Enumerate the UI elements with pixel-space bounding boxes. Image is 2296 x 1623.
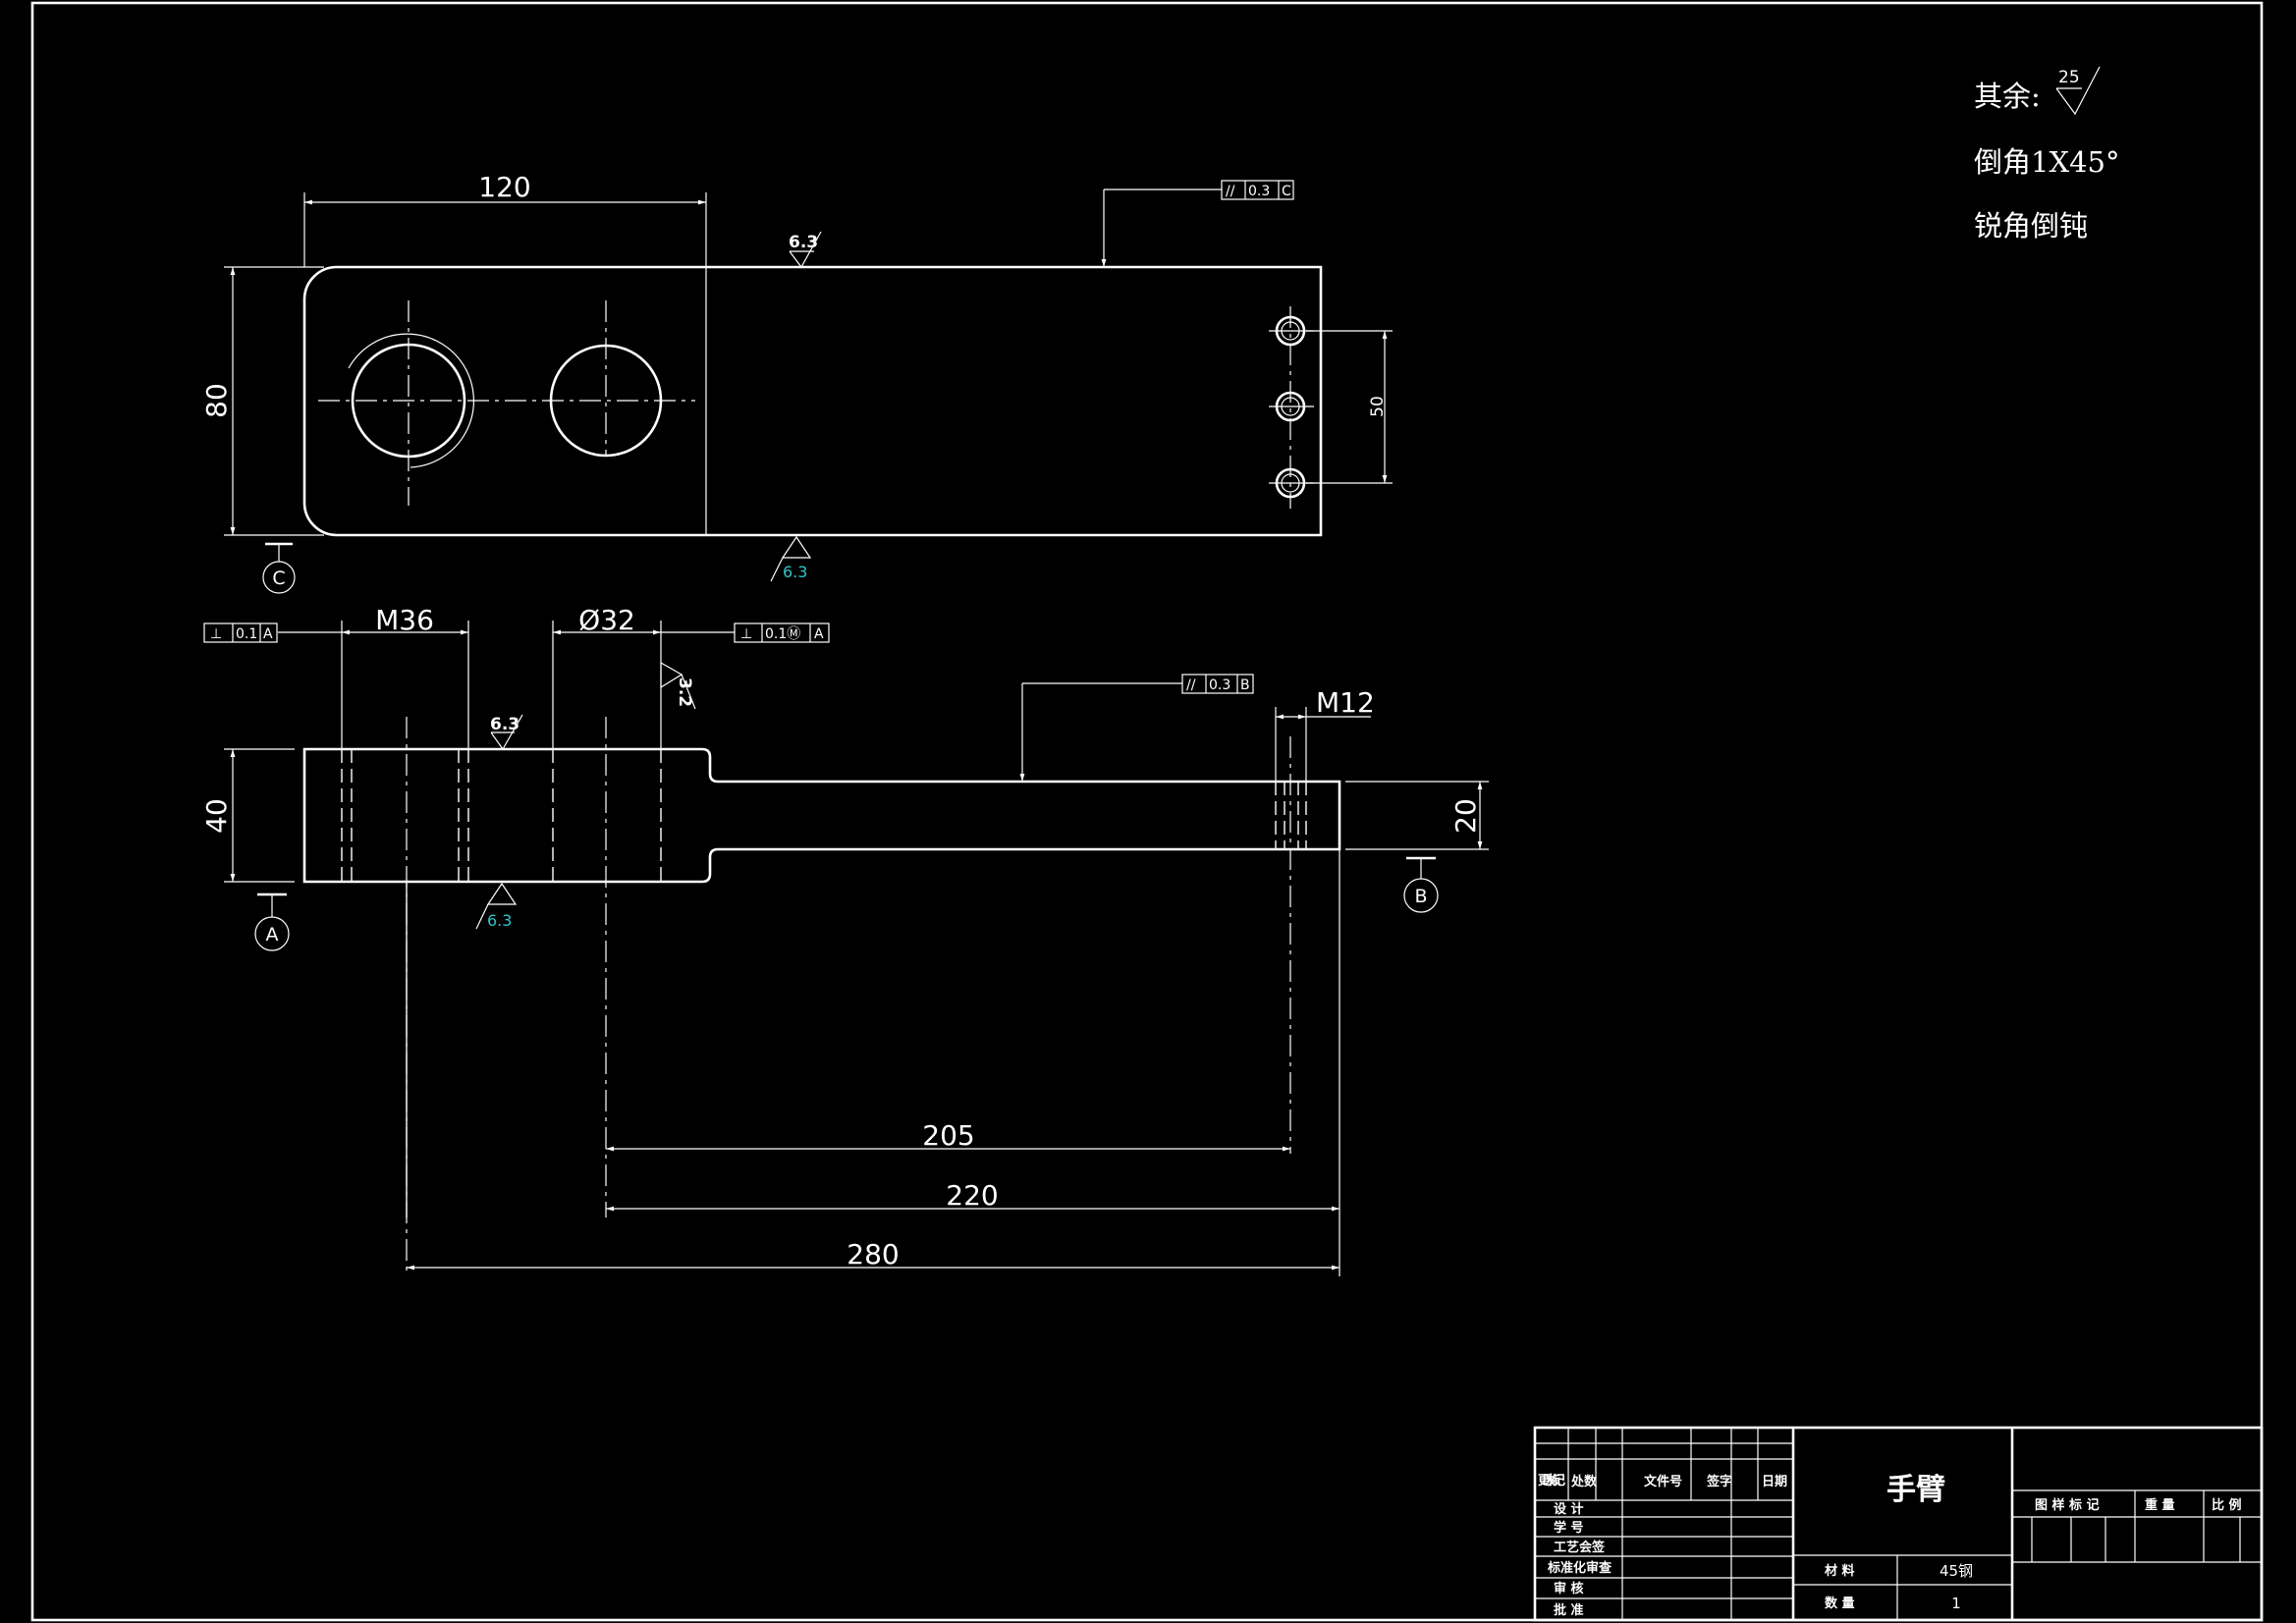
note-roughness-value: 25	[2058, 68, 2080, 87]
tb-row-student-no: 学 号	[1554, 1520, 1584, 1536]
fcf-parallelism-symbol: //	[1186, 677, 1196, 693]
dim-20: 20	[1449, 798, 1482, 834]
roughness-icon	[781, 535, 812, 559]
note-roughness-prefix: 其余:	[1974, 80, 2041, 113]
general-notes: 其余: 25 倒角1X45° 锐角倒钝	[1974, 66, 2120, 243]
datum-a: A	[266, 924, 279, 946]
front-view-outline	[302, 747, 1341, 884]
tb-row-standard: 标准化审查	[1547, 1560, 1613, 1576]
tb-row-approve: 批 准	[1554, 1602, 1584, 1618]
fcf-left-tolerance: 0.1	[236, 626, 257, 642]
fcf-perpendicularity-left	[203, 622, 278, 643]
tb-row-design: 设 计	[1554, 1501, 1584, 1517]
drawing-frame	[30, 1, 2264, 1622]
dim-280: 280	[847, 1238, 899, 1271]
tb-header-mark: 更改标记	[1538, 1473, 1565, 1488]
roughness-front-top: 6.3	[490, 715, 519, 734]
datum-c: C	[272, 568, 285, 589]
roughness-icon	[490, 714, 523, 751]
tb-row-process: 工艺会签	[1554, 1540, 1606, 1555]
top-view-outline	[302, 265, 1323, 537]
fcf-parallelism-top	[1221, 180, 1294, 200]
tb-qty-label: 数 量	[1825, 1596, 1855, 1611]
tb-material-label: 材 料	[1825, 1563, 1855, 1579]
roughness-top-view-bottom: 6.3	[783, 563, 807, 581]
perpendicularity-icon: ⊥	[740, 626, 752, 642]
tb-qty-value: 1	[1951, 1595, 1961, 1612]
tb-row-review: 审 核	[1554, 1581, 1584, 1596]
roughness-front-bottom: 6.3	[487, 911, 512, 930]
dim-phi32: Ø32	[578, 604, 635, 636]
tb-header-drawing-mark: 图 样 标 记	[2035, 1497, 2100, 1513]
datum-b: B	[1414, 886, 1427, 907]
fcf-parallelism-front	[1181, 674, 1254, 694]
roughness-icon	[660, 661, 683, 689]
fcf-left-datum: A	[263, 626, 273, 642]
roughness-top-view-top: 6.3	[789, 233, 818, 252]
dim-m12: M12	[1316, 686, 1375, 719]
tb-header-date: 日期	[1762, 1475, 1787, 1489]
tb-header-zone: 处数	[1570, 1474, 1598, 1489]
tb-header-weight: 重 量	[2145, 1497, 2175, 1513]
fcf-par-tolerance: 0.3	[1209, 677, 1230, 693]
fcf-par-datum: B	[1240, 677, 1250, 693]
tb-header-scale: 比 例	[2212, 1497, 2242, 1513]
dim-40: 40	[200, 798, 233, 834]
fcf-right-tolerance: 0.1Ⓜ	[765, 626, 800, 642]
tb-header-sign: 签字	[1706, 1474, 1732, 1489]
datum-c-circle	[262, 561, 296, 594]
dim-m36: M36	[375, 604, 434, 636]
fcf-perpendicularity-right	[734, 622, 830, 643]
roughness-symbol-icon	[2055, 66, 2101, 116]
note-sharp-edges: 锐角倒钝	[1974, 209, 2088, 243]
fcf-right-datum: A	[814, 626, 824, 642]
roughness-icon	[486, 882, 518, 905]
fcf-tolerance: 0.3	[1248, 184, 1270, 199]
tb-part-name: 手臂	[1886, 1473, 1945, 1507]
tb-header-docno: 文件号	[1644, 1474, 1682, 1489]
dim-50: 50	[1368, 396, 1388, 417]
roughness-icon	[789, 231, 822, 269]
datum-b-circle	[1403, 878, 1439, 913]
perpendicularity-icon: ⊥	[210, 626, 222, 642]
fcf-parallelism-symbol: //	[1226, 184, 1235, 199]
fcf-datum: C	[1282, 184, 1291, 199]
note-chamfer: 倒角1X45°	[1974, 145, 2120, 179]
tb-material-value: 45钢	[1940, 1562, 1973, 1580]
front-view: M36 Ø32 ⊥ 0.1 A ⊥ 0.1Ⓜ A 3.2 6.3 6.3	[200, 604, 1489, 1276]
datum-a-circle	[254, 916, 290, 951]
dim-220: 220	[946, 1179, 998, 1212]
top-view: 120 80 50 6.3 6.3 // 0.3 C C	[200, 171, 1393, 594]
dim-120: 120	[478, 171, 530, 203]
dim-205: 205	[922, 1119, 974, 1152]
dim-80: 80	[200, 383, 233, 418]
title-block: 更改标记 处数 文件号 签字 日期 设 计 学 号 工艺会签 标准化审查 审 核…	[1533, 1426, 2264, 1622]
roughness-front-side: 3.2	[675, 677, 694, 707]
